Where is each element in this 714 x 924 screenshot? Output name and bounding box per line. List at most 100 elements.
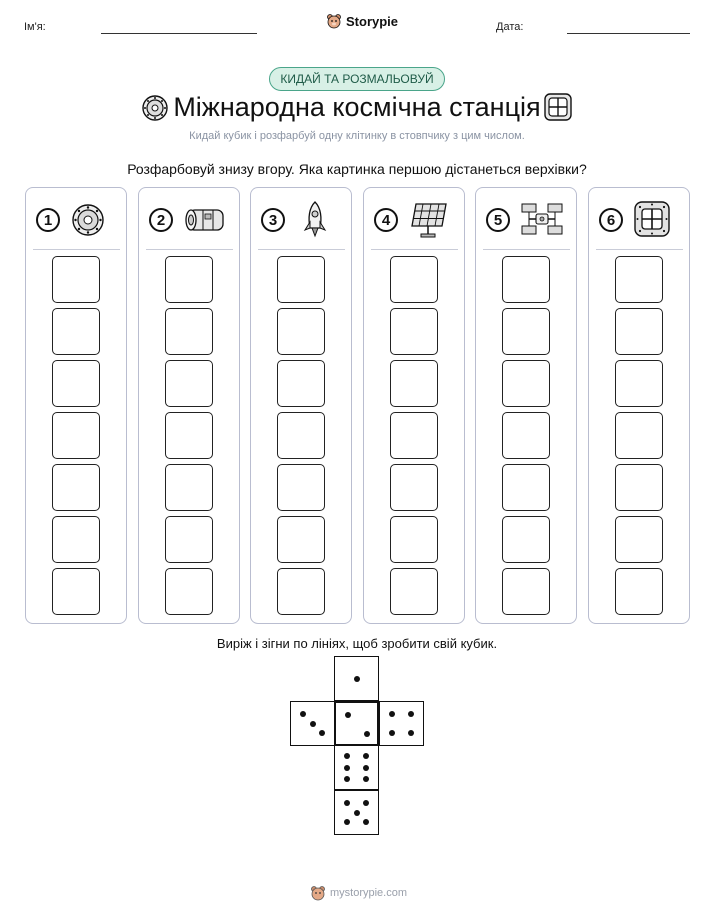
- solar-panel-icon: [411, 203, 447, 238]
- die-pip: [362, 753, 369, 760]
- column-5: 5: [475, 187, 577, 624]
- color-cell[interactable]: [165, 568, 213, 615]
- brand-bear-icon: [311, 886, 325, 901]
- instruction-text: Розфарбовуй знизу вгору. Яка картинка пе…: [127, 161, 587, 177]
- column-number: 1: [36, 208, 60, 232]
- color-cell[interactable]: [615, 516, 663, 563]
- porthole-hatch-icon: [72, 204, 104, 236]
- color-cell[interactable]: [277, 464, 325, 511]
- footer: mystorypie.com: [310, 885, 407, 901]
- color-cell[interactable]: [502, 256, 550, 303]
- die-pip: [407, 711, 414, 718]
- column-2: 2: [138, 187, 240, 624]
- color-cell[interactable]: [390, 464, 438, 511]
- column-number: 4: [374, 208, 398, 232]
- page-title: Міжнародна космічна станція: [173, 92, 541, 122]
- color-cell[interactable]: [52, 308, 100, 355]
- die-face-2: [334, 701, 379, 746]
- die-face-3: [290, 701, 335, 746]
- name-line[interactable]: [101, 33, 257, 34]
- die-face-5: [334, 790, 379, 835]
- die-pip: [344, 753, 351, 760]
- footer-url: mystorypie.com: [330, 887, 408, 899]
- activity-badge: КИДАЙ ТА РОЗМАЛЬОВУЙ: [269, 67, 445, 91]
- cut-instruction: Виріж і зігни по лініях, щоб зробити сві…: [216, 636, 498, 651]
- color-cell[interactable]: [615, 464, 663, 511]
- brand-name: Storypie: [346, 13, 399, 29]
- die-pip: [344, 818, 351, 825]
- color-cell[interactable]: [615, 256, 663, 303]
- page-subtitle: Кидай кубик і розфарбуй одну клітинку в …: [189, 130, 525, 142]
- color-cell[interactable]: [615, 412, 663, 459]
- color-cell[interactable]: [615, 308, 663, 355]
- color-cell[interactable]: [165, 256, 213, 303]
- color-cell[interactable]: [502, 464, 550, 511]
- station-window-icon: [544, 93, 572, 121]
- column-divider: [371, 249, 458, 250]
- color-cell[interactable]: [502, 516, 550, 563]
- column-number: 3: [261, 208, 285, 232]
- color-cell[interactable]: [390, 360, 438, 407]
- column-1: 1: [25, 187, 127, 624]
- color-cell[interactable]: [615, 360, 663, 407]
- color-cell[interactable]: [52, 256, 100, 303]
- die-pip: [344, 800, 351, 807]
- color-cell[interactable]: [502, 568, 550, 615]
- color-cell[interactable]: [390, 516, 438, 563]
- color-cell[interactable]: [52, 568, 100, 615]
- die-pip: [318, 729, 325, 736]
- die-pip: [389, 729, 396, 736]
- brand-bear-icon: [327, 14, 341, 29]
- name-label: Ім'я:: [24, 21, 46, 33]
- column-6: 6: [588, 187, 690, 624]
- color-cell[interactable]: [165, 308, 213, 355]
- date-line[interactable]: [567, 33, 690, 34]
- color-cell[interactable]: [165, 412, 213, 459]
- color-cell[interactable]: [52, 360, 100, 407]
- column-divider: [483, 249, 570, 250]
- die-pip: [344, 764, 351, 771]
- column-4: 4: [363, 187, 465, 624]
- color-cell[interactable]: [277, 256, 325, 303]
- column-divider: [146, 249, 233, 250]
- color-cell[interactable]: [52, 464, 100, 511]
- space-module-icon: [185, 209, 224, 231]
- color-cell[interactable]: [502, 412, 550, 459]
- color-cell[interactable]: [390, 412, 438, 459]
- color-cell[interactable]: [52, 516, 100, 563]
- die-face-1: [334, 656, 379, 701]
- die-pip: [300, 711, 307, 718]
- column-divider: [33, 249, 120, 250]
- space-station-icon: [521, 203, 563, 235]
- color-cell[interactable]: [52, 412, 100, 459]
- rocket-icon: [303, 201, 327, 238]
- brand-logo: Storypie: [326, 13, 398, 29]
- die-pip: [362, 775, 369, 782]
- die-pip: [362, 764, 369, 771]
- column-number: 2: [149, 208, 173, 232]
- die-pip: [363, 730, 370, 737]
- color-cell[interactable]: [390, 568, 438, 615]
- die-pip: [344, 775, 351, 782]
- column-number: 6: [599, 208, 623, 232]
- color-cell[interactable]: [165, 516, 213, 563]
- color-cell[interactable]: [277, 516, 325, 563]
- die-pip: [407, 729, 414, 736]
- porthole-hatch-icon: [142, 95, 168, 121]
- die-pip: [353, 675, 360, 682]
- color-cell[interactable]: [277, 412, 325, 459]
- color-cell[interactable]: [277, 308, 325, 355]
- die-pip: [309, 720, 316, 727]
- color-cell[interactable]: [165, 360, 213, 407]
- die-pip: [362, 818, 369, 825]
- color-cell[interactable]: [502, 360, 550, 407]
- color-cell[interactable]: [277, 568, 325, 615]
- column-3: 3: [250, 187, 352, 624]
- color-cell[interactable]: [165, 464, 213, 511]
- color-cell[interactable]: [502, 308, 550, 355]
- column-divider: [258, 249, 345, 250]
- color-cell[interactable]: [390, 256, 438, 303]
- color-cell[interactable]: [277, 360, 325, 407]
- color-cell[interactable]: [390, 308, 438, 355]
- color-cell[interactable]: [615, 568, 663, 615]
